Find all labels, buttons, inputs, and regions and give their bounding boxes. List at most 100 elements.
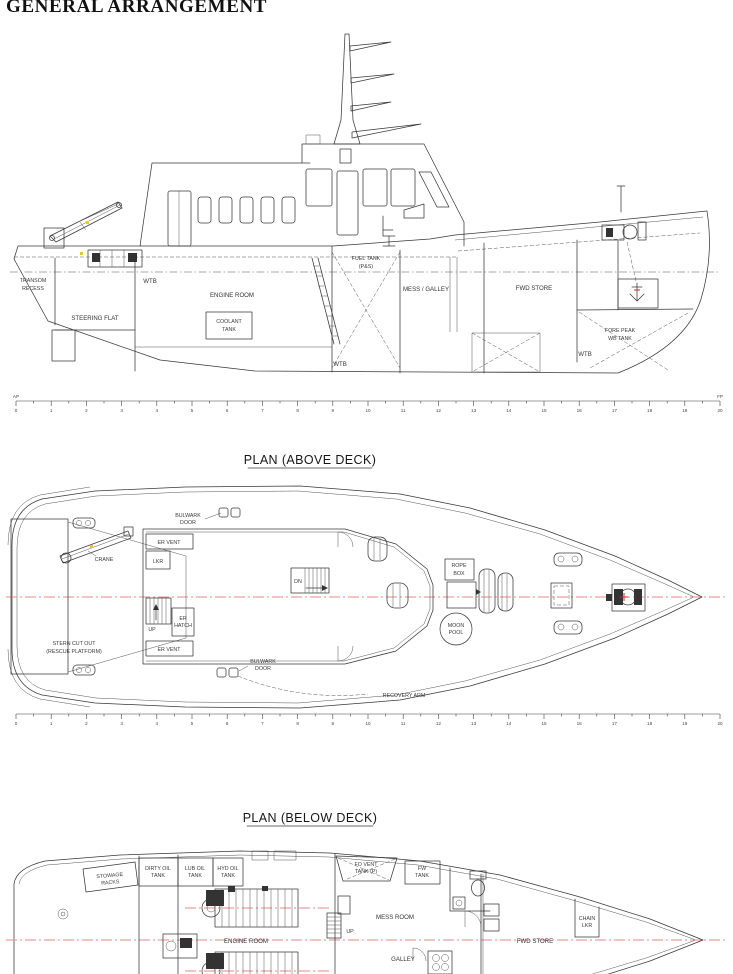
bulwark-door-top bbox=[204, 507, 241, 520]
profile-stairs bbox=[311, 257, 341, 345]
generator bbox=[162, 933, 198, 959]
fore-peak-cross bbox=[578, 311, 689, 371]
above-deck-title: PLAN (ABOVE DECK) bbox=[244, 453, 377, 467]
svg-text:20: 20 bbox=[717, 408, 723, 413]
wheelhouse-profile bbox=[301, 134, 465, 247]
svg-text:16: 16 bbox=[577, 721, 583, 726]
rudder-box bbox=[51, 329, 76, 362]
hull-below-outline bbox=[13, 850, 704, 974]
svg-text:6: 6 bbox=[226, 721, 229, 726]
hyd-oil-tank-box bbox=[212, 857, 244, 887]
label-moon-pool: MOON bbox=[448, 623, 465, 629]
svg-text:TANK: TANK bbox=[415, 873, 429, 879]
er-vent-top-box bbox=[145, 533, 194, 550]
svg-text:TANK: TANK bbox=[151, 873, 165, 879]
label-wtb-aft: WTB bbox=[143, 278, 157, 285]
exhaust-drums bbox=[367, 536, 409, 609]
label-er-vent-top: ER VENT bbox=[158, 540, 182, 546]
bulwark-door-bottom bbox=[216, 665, 249, 678]
svg-text:FP: FP bbox=[717, 394, 723, 399]
label-er-vent-bottom: ER VENT bbox=[158, 647, 182, 653]
svg-text:18: 18 bbox=[647, 721, 653, 726]
svg-text:AP: AP bbox=[13, 394, 19, 399]
svg-text:19: 19 bbox=[682, 721, 688, 726]
label-mess-galley: MESS / GALLEY bbox=[403, 286, 449, 293]
fwd-store-shelves bbox=[483, 903, 500, 932]
svg-text:16: 16 bbox=[577, 408, 583, 413]
above-deck-view: PLAN (ABOVE DECK) bbox=[6, 453, 728, 726]
galley-stove bbox=[412, 947, 453, 974]
svg-text:1: 1 bbox=[50, 721, 53, 726]
towing-winch-drums bbox=[478, 568, 514, 614]
lkr-box bbox=[145, 550, 171, 570]
label-fwd-store-profile: FWD STORE bbox=[516, 285, 552, 292]
svg-text:7: 7 bbox=[261, 408, 264, 413]
main-engine-stbd bbox=[201, 951, 299, 974]
label-crane: CRANE bbox=[95, 557, 114, 563]
crane-profile bbox=[43, 201, 123, 249]
svg-text:11: 11 bbox=[401, 721, 406, 726]
anchor bbox=[617, 241, 659, 309]
label-up: UP bbox=[148, 627, 156, 633]
mast bbox=[333, 33, 422, 164]
lub-oil-tank-box bbox=[177, 857, 214, 887]
label-fwd-store-below: FWD STORE bbox=[517, 938, 553, 945]
svg-text:RACKS: RACKS bbox=[101, 879, 120, 887]
svg-text:TANK: TANK bbox=[188, 873, 202, 879]
svg-text:17: 17 bbox=[612, 721, 618, 726]
svg-text:WB TANK: WB TANK bbox=[608, 336, 632, 342]
label-steering-flat: STEERING FLAT bbox=[71, 315, 119, 322]
svg-text:3: 3 bbox=[120, 721, 123, 726]
fore-hatch bbox=[550, 582, 573, 609]
label-bulwark-door-top: BULWARK bbox=[175, 513, 201, 519]
svg-text:TANK: TANK bbox=[221, 873, 235, 879]
dn-stairs-plan bbox=[290, 567, 330, 594]
svg-text:15: 15 bbox=[541, 721, 547, 726]
svg-text:DOOR: DOOR bbox=[180, 520, 196, 526]
below-up-stairs bbox=[326, 912, 342, 939]
svg-text:13: 13 bbox=[471, 408, 477, 413]
label-stowage-racks: STOWAGE bbox=[96, 872, 124, 880]
svg-text:10: 10 bbox=[365, 408, 371, 413]
svg-text:0: 0 bbox=[15, 408, 18, 413]
moon-pool bbox=[439, 612, 473, 646]
svg-text:HATCH: HATCH bbox=[174, 623, 192, 629]
svg-text:TANK: TANK bbox=[222, 327, 236, 333]
svg-text:10: 10 bbox=[365, 721, 371, 726]
label-dirty-oil-tank: DIRTY OIL bbox=[145, 866, 171, 872]
crane-plan bbox=[59, 526, 134, 564]
svg-text:(P&S): (P&S) bbox=[359, 264, 373, 270]
mess-bench bbox=[337, 895, 351, 915]
stern-cleats bbox=[72, 517, 96, 676]
label-engine-room-profile: ENGINE ROOM bbox=[210, 292, 254, 299]
fw-tank-box bbox=[404, 860, 441, 885]
label-galley: GALLEY bbox=[391, 956, 415, 963]
label-fore-peak: FORE PEAK bbox=[605, 328, 636, 334]
label-lkr: LKR bbox=[153, 559, 163, 565]
hull-plan-outline bbox=[11, 485, 703, 709]
wc-compartment bbox=[449, 867, 491, 928]
svg-text:POOL: POOL bbox=[449, 630, 464, 636]
rope-box bbox=[444, 558, 475, 581]
below-deck-view: PLAN (BELOW DECK) STOWAGE RACKS bbox=[6, 811, 728, 974]
coolant-tank-box bbox=[205, 311, 253, 340]
svg-text:5: 5 bbox=[191, 408, 194, 413]
svg-text:DOOR: DOOR bbox=[255, 666, 271, 672]
svg-text:12: 12 bbox=[436, 408, 442, 413]
er-hatch-box bbox=[171, 607, 195, 637]
recovery-arm-arc bbox=[237, 675, 369, 696]
svg-text:1: 1 bbox=[50, 408, 53, 413]
towing-hook bbox=[446, 581, 481, 609]
deck-fitting-circle bbox=[57, 908, 69, 920]
svg-text:2: 2 bbox=[85, 408, 88, 413]
label-chain-lkr: CHAIN bbox=[579, 916, 596, 922]
up-stairs-plan bbox=[145, 597, 172, 625]
svg-text:13: 13 bbox=[471, 721, 477, 726]
label-bulwark-door-bottom: BULWARK bbox=[250, 659, 276, 665]
label-fuel-tank: FUEL TANK bbox=[352, 256, 381, 262]
svg-text:9: 9 bbox=[332, 721, 335, 726]
svg-text:9: 9 bbox=[332, 408, 335, 413]
